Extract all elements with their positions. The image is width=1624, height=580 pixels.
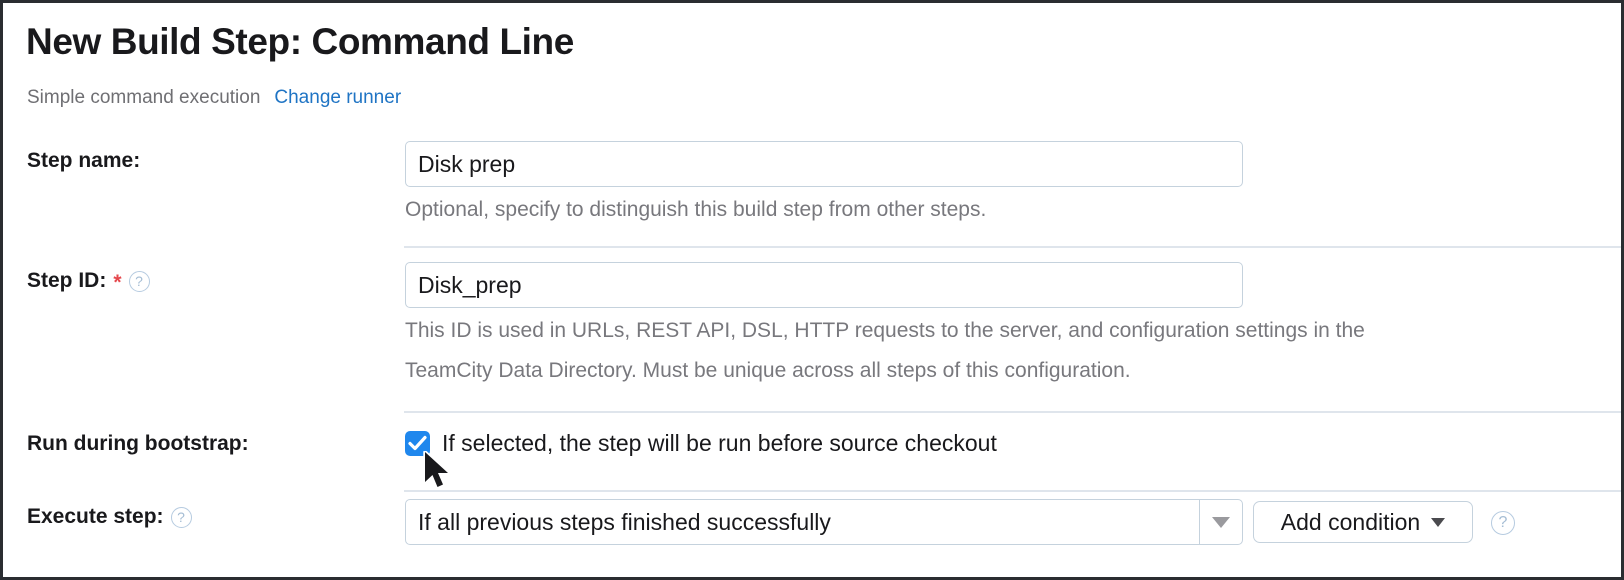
chevron-down-icon[interactable] — [1199, 500, 1242, 544]
form-content: New Build Step: Command Line Simple comm… — [3, 3, 1621, 577]
required-asterisk: * — [113, 271, 122, 294]
execute-step-selected-value: If all previous steps finished successfu… — [418, 508, 831, 535]
add-condition-label: Add condition — [1280, 508, 1421, 535]
question-mark-icon[interactable]: ? — [1491, 511, 1515, 535]
run-during-bootstrap-label: Run during bootstrap: — [27, 432, 249, 455]
runner-description: Simple command execution — [27, 87, 261, 108]
question-mark-icon[interactable]: ? — [128, 270, 150, 292]
change-runner-link[interactable]: Change runner — [274, 87, 402, 108]
execute-step-label: Execute step: ? — [27, 505, 192, 529]
execute-step-label-text: Execute step: — [27, 505, 164, 528]
step-id-label-text: Step ID: — [27, 269, 107, 292]
subtitle-row: Simple command execution Change runner — [27, 87, 401, 109]
divider-2 — [404, 411, 1621, 413]
step-name-input[interactable] — [405, 141, 1243, 187]
execute-step-select[interactable]: If all previous steps finished successfu… — [405, 499, 1243, 545]
divider-3 — [404, 490, 1621, 492]
step-id-input[interactable] — [405, 262, 1243, 308]
divider-1 — [404, 246, 1621, 248]
page-title: New Build Step: Command Line — [26, 21, 574, 62]
step-id-hint-line-1: This ID is used in URLs, REST API, DSL, … — [405, 319, 1365, 342]
triangle-down-glyph — [1212, 516, 1230, 528]
run-during-bootstrap-checkbox[interactable] — [405, 431, 430, 456]
question-mark-icon[interactable]: ? — [170, 506, 192, 528]
step-name-label: Step name: — [27, 149, 141, 172]
run-during-bootstrap-checkbox-text: If selected, the step will be run before… — [442, 430, 997, 456]
checkmark-icon — [408, 435, 427, 451]
step-name-hint: Optional, specify to distinguish this bu… — [405, 198, 987, 221]
add-condition-button[interactable]: Add condition — [1253, 501, 1473, 543]
run-during-bootstrap-checkbox-row[interactable]: If selected, the step will be run before… — [405, 430, 997, 457]
chevron-down-icon — [1431, 517, 1446, 527]
mouse-cursor-icon — [423, 451, 450, 489]
step-id-hint-line-2: TeamCity Data Directory. Must be unique … — [405, 359, 1131, 382]
step-id-label: Step ID: * ? — [27, 269, 150, 294]
